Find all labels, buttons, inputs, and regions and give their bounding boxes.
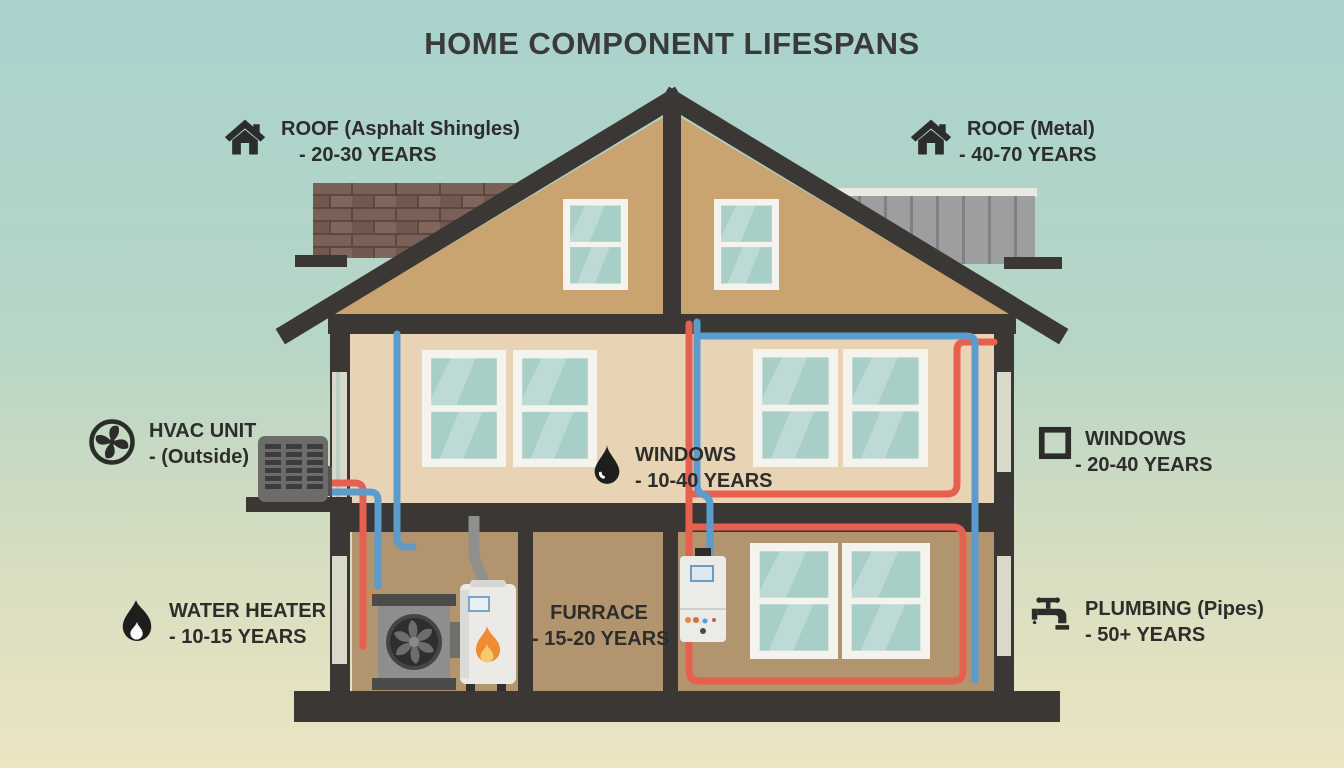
windows-center-name: WINDOWS xyxy=(635,444,737,466)
window-icon xyxy=(1038,426,1072,460)
roof-asphalt-name: ROOF (Asphalt Shingles) xyxy=(281,118,520,140)
label-windows-center: WINDOWS - 10-40 YEARS xyxy=(592,442,772,494)
second-floor-window-2 xyxy=(513,350,597,467)
roof-metal-name: ROOF (Metal) xyxy=(967,118,1095,140)
interior-wall-left xyxy=(518,531,533,692)
metal-roof-ridge xyxy=(828,188,1037,197)
label-roof-asphalt: ROOF (Asphalt Shingles) - 20-30 YEARS xyxy=(222,116,520,168)
plumbing-years: - 50+ YEARS xyxy=(1085,624,1206,646)
label-hvac: HVAC UNIT - (Outside) xyxy=(88,418,256,470)
label-roof-metal: ROOF (Metal) - 40-70 YEARS xyxy=(908,116,1096,168)
boiler-unit xyxy=(680,548,726,642)
left-wall-glass-line xyxy=(336,372,340,503)
cold-water-pipes xyxy=(322,318,979,684)
windows-center-years: - 10-40 YEARS xyxy=(635,470,773,492)
label-windows-right: WINDOWS - 20-40 YEARS xyxy=(1038,426,1212,478)
first-floor-middle-room xyxy=(533,531,663,693)
furnace-years: - 15-20 YEARS xyxy=(532,628,670,650)
hvac-years: - (Outside) xyxy=(149,446,249,468)
water-heater-tank xyxy=(460,516,516,694)
interior-wall-right xyxy=(663,531,678,692)
hvac-outdoor-unit xyxy=(246,436,352,512)
house-icon xyxy=(910,119,952,155)
metal-roof xyxy=(830,196,1035,264)
right-wall-window-strip xyxy=(997,372,1011,472)
asphalt-shingle-roof xyxy=(313,183,535,258)
page-title: HOME COMPONENT LIFESPANS xyxy=(424,26,920,61)
roof-slope-left xyxy=(275,86,685,345)
attic-window-right xyxy=(714,199,779,290)
roof-slope-right xyxy=(659,86,1069,345)
left-eave xyxy=(295,255,347,267)
water-heater-name: WATER HEATER xyxy=(169,600,327,622)
flame-icon xyxy=(122,600,152,641)
label-water-heater: WATER HEATER - 10-15 YEARS xyxy=(118,598,326,650)
attic-center-beam xyxy=(663,102,681,316)
second-floor-window-1 xyxy=(422,350,506,467)
second-floor-window-4 xyxy=(843,349,928,467)
faucet-icon xyxy=(1031,597,1070,630)
right-wall-window-strip-lower xyxy=(997,556,1011,656)
furnace-name: FURRACE xyxy=(550,602,648,624)
house-icon xyxy=(224,119,266,155)
foundation-slab xyxy=(294,691,1060,722)
first-floor-window-1 xyxy=(750,543,838,659)
plumbing-name: PLUMBING (Pipes) xyxy=(1085,598,1264,620)
right-eave xyxy=(1004,257,1062,269)
water-drop-icon xyxy=(594,444,620,484)
left-wall-window-strip-lower xyxy=(332,556,347,664)
roof-metal-years: - 40-70 YEARS xyxy=(959,144,1097,166)
attic-window-left xyxy=(563,199,628,290)
windows-right-years: - 20-40 YEARS xyxy=(1075,454,1213,476)
label-furnace: FURRACE - 15-20 YEARS xyxy=(532,600,670,652)
roof-asphalt-years: - 20-30 YEARS xyxy=(299,144,437,166)
windows-right-name: WINDOWS xyxy=(1085,428,1187,450)
first-floor-window-2 xyxy=(842,543,930,659)
furnace-blower-unit xyxy=(368,590,462,690)
label-plumbing: PLUMBING (Pipes) - 50+ YEARS xyxy=(1028,596,1264,648)
hvac-name: HVAC UNIT xyxy=(149,420,257,442)
attic-floor-beam xyxy=(328,314,1016,334)
fan-icon xyxy=(89,419,135,465)
water-heater-years: - 10-15 YEARS xyxy=(169,626,307,648)
